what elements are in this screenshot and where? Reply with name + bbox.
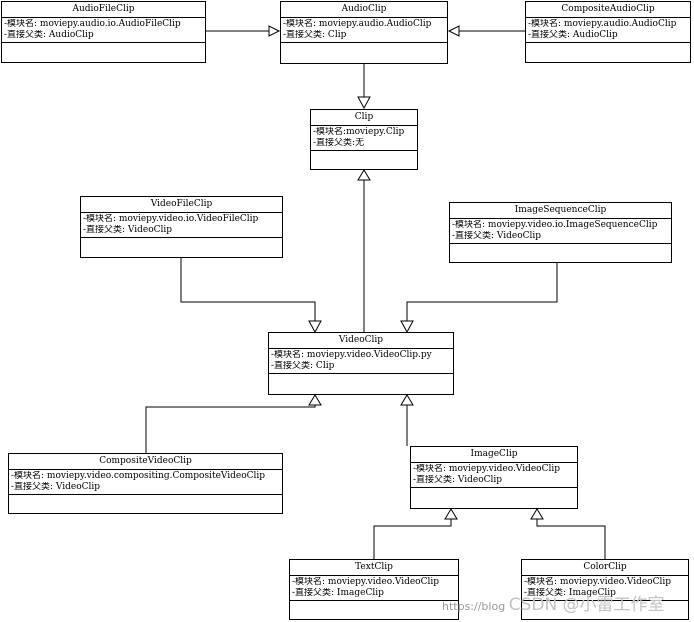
module-attribute: -模块名: moviepy.audio.AudioClip	[283, 19, 432, 29]
watermark-brand: CSDN @小雷工作室	[508, 595, 665, 615]
class-attributes: -模块名: moviepy.video.io.ImageSequenceClip…	[450, 218, 671, 244]
arrowhead-videoclip-left	[308, 320, 322, 334]
class-audiofileclip: AudioFileClip -模块名: moviepy.audio.io.Aud…	[1, 1, 206, 63]
class-name: ImageClip	[470, 449, 518, 459]
class-operations	[311, 151, 417, 162]
class-operations	[526, 43, 690, 54]
class-name: VideoFileClip	[150, 199, 213, 209]
class-operations	[9, 495, 282, 506]
class-operations	[81, 238, 282, 249]
class-attributes: -模块名: moviepy.video.io.VideoFileClip -直接…	[81, 212, 282, 238]
class-imagesequenceclip: ImageSequenceClip -模块名: moviepy.video.io…	[449, 202, 672, 263]
parent-attribute: -直接父类: ImageClip	[292, 588, 384, 598]
class-attributes: -模块名: moviepy.audio.io.AudioFileClip -直接…	[2, 17, 205, 43]
module-attribute: -模块名: moviepy.video.VideoClip	[292, 577, 439, 587]
arrowhead-clip-bottom	[357, 169, 371, 181]
arrowhead-audioclip-left	[268, 25, 281, 37]
parent-attribute: -直接父类: Clip	[283, 30, 347, 40]
edge-colorclip-imageclip	[536, 519, 606, 559]
class-name: ImageSequenceClip	[514, 205, 607, 215]
class-name: AudioFileClip	[72, 4, 135, 14]
class-colorclip: ColorClip -模块名: moviepy.video.VideoClip …	[521, 559, 689, 620]
arrowhead-videoclip-right	[400, 320, 414, 334]
module-attribute: -模块名: moviepy.video.io.VideoFileClip	[83, 214, 259, 224]
class-videoclip: VideoClip -模块名: moviepy.video.VideoClip.…	[268, 332, 454, 395]
parent-attribute: -直接父类: Clip	[271, 361, 335, 371]
class-imageclip: ImageClip -模块名: moviepy.video.VideoClip …	[410, 446, 578, 509]
class-operations	[411, 488, 577, 499]
parent-attribute: -直接父类: VideoClip	[11, 482, 101, 492]
arrowhead-videoclip-bottom-right	[400, 394, 414, 406]
arrowhead-videoclip-bottom-left	[308, 394, 322, 406]
class-name: VideoClip	[338, 335, 384, 345]
class-name: CompositeVideoClip	[99, 456, 192, 466]
parent-attribute: -直接父类: VideoClip	[413, 475, 503, 485]
class-operations	[281, 43, 447, 54]
module-attribute: -模块名:moviepy.Clip	[313, 127, 405, 137]
class-textclip: TextClip -模块名: moviepy.video.VideoClip -…	[289, 559, 459, 620]
class-operations	[269, 374, 453, 385]
class-operations	[450, 244, 671, 255]
module-attribute: -模块名: moviepy.video.VideoClip.py	[271, 350, 432, 360]
parent-attribute: -直接父类: AudioClip	[4, 30, 94, 40]
edge-imagesequenceclip-videoclip	[406, 263, 558, 321]
class-name: Clip	[354, 112, 374, 122]
parent-attribute: -直接父类: VideoClip	[452, 231, 542, 241]
class-compositevideoclip: CompositeVideoClip -模块名: moviepy.video.c…	[8, 453, 283, 514]
class-operations	[2, 43, 205, 54]
arrowhead-clip-top	[357, 96, 371, 110]
class-attributes: -模块名: moviepy.audio.AudioClip -直接父类: Cli…	[281, 17, 447, 43]
class-attributes: -模块名: moviepy.video.VideoClip -直接父类: Vid…	[411, 462, 577, 488]
module-attribute: -模块名: moviepy.video.VideoClip	[524, 577, 671, 587]
parent-attribute: -直接父类:无	[313, 138, 365, 148]
edge-compositevideoclip-videoclip	[145, 405, 316, 453]
class-name: AudioClip	[341, 4, 387, 14]
module-attribute: -模块名: moviepy.audio.AudioClip	[528, 19, 677, 29]
parent-attribute: -直接父类: VideoClip	[83, 225, 173, 235]
class-videofileclip: VideoFileClip -模块名: moviepy.video.io.Vid…	[80, 196, 283, 258]
edge-videofileclip-videoclip	[180, 258, 316, 321]
module-attribute: -模块名: moviepy.video.compositing.Composit…	[11, 471, 266, 481]
class-attributes: -模块名: moviepy.video.VideoClip -直接父类: Ima…	[522, 575, 688, 601]
class-attributes: -模块名: moviepy.video.VideoClip.py -直接父类: …	[269, 348, 453, 374]
class-attributes: -模块名:moviepy.Clip -直接父类:无	[311, 125, 417, 151]
module-attribute: -模块名: moviepy.audio.io.AudioFileClip	[4, 19, 181, 29]
class-compositeaudioclip: CompositeAudioClip -模块名: moviepy.audio.A…	[525, 1, 691, 63]
arrowhead-imageclip-left	[444, 508, 458, 520]
parent-attribute: -直接父类: ImageClip	[524, 588, 616, 598]
arrowhead-audioclip-right	[447, 25, 460, 37]
class-name: ColorClip	[583, 562, 627, 572]
watermark-url: https://blog	[442, 600, 506, 613]
arrowhead-imageclip-right	[530, 508, 544, 520]
class-attributes: -模块名: moviepy.audio.AudioClip -直接父类: Aud…	[526, 17, 690, 43]
csdn-watermark: https://blog CSDN @小雷工作室	[442, 590, 665, 615]
class-name: TextClip	[355, 562, 393, 572]
class-attributes: -模块名: moviepy.video.VideoClip -直接父类: Ima…	[290, 575, 458, 601]
class-operations	[290, 601, 458, 612]
class-audioclip: AudioClip -模块名: moviepy.audio.AudioClip …	[280, 1, 448, 64]
parent-attribute: -直接父类: AudioClip	[528, 30, 618, 40]
class-attributes: -模块名: moviepy.video.compositing.Composit…	[9, 469, 282, 495]
class-clip: Clip -模块名:moviepy.Clip -直接父类:无	[310, 109, 418, 170]
edge-textclip-imageclip	[373, 519, 452, 559]
module-attribute: -模块名: moviepy.video.io.ImageSequenceClip	[452, 220, 658, 230]
module-attribute: -模块名: moviepy.video.VideoClip	[413, 464, 560, 474]
class-name: CompositeAudioClip	[561, 4, 655, 14]
